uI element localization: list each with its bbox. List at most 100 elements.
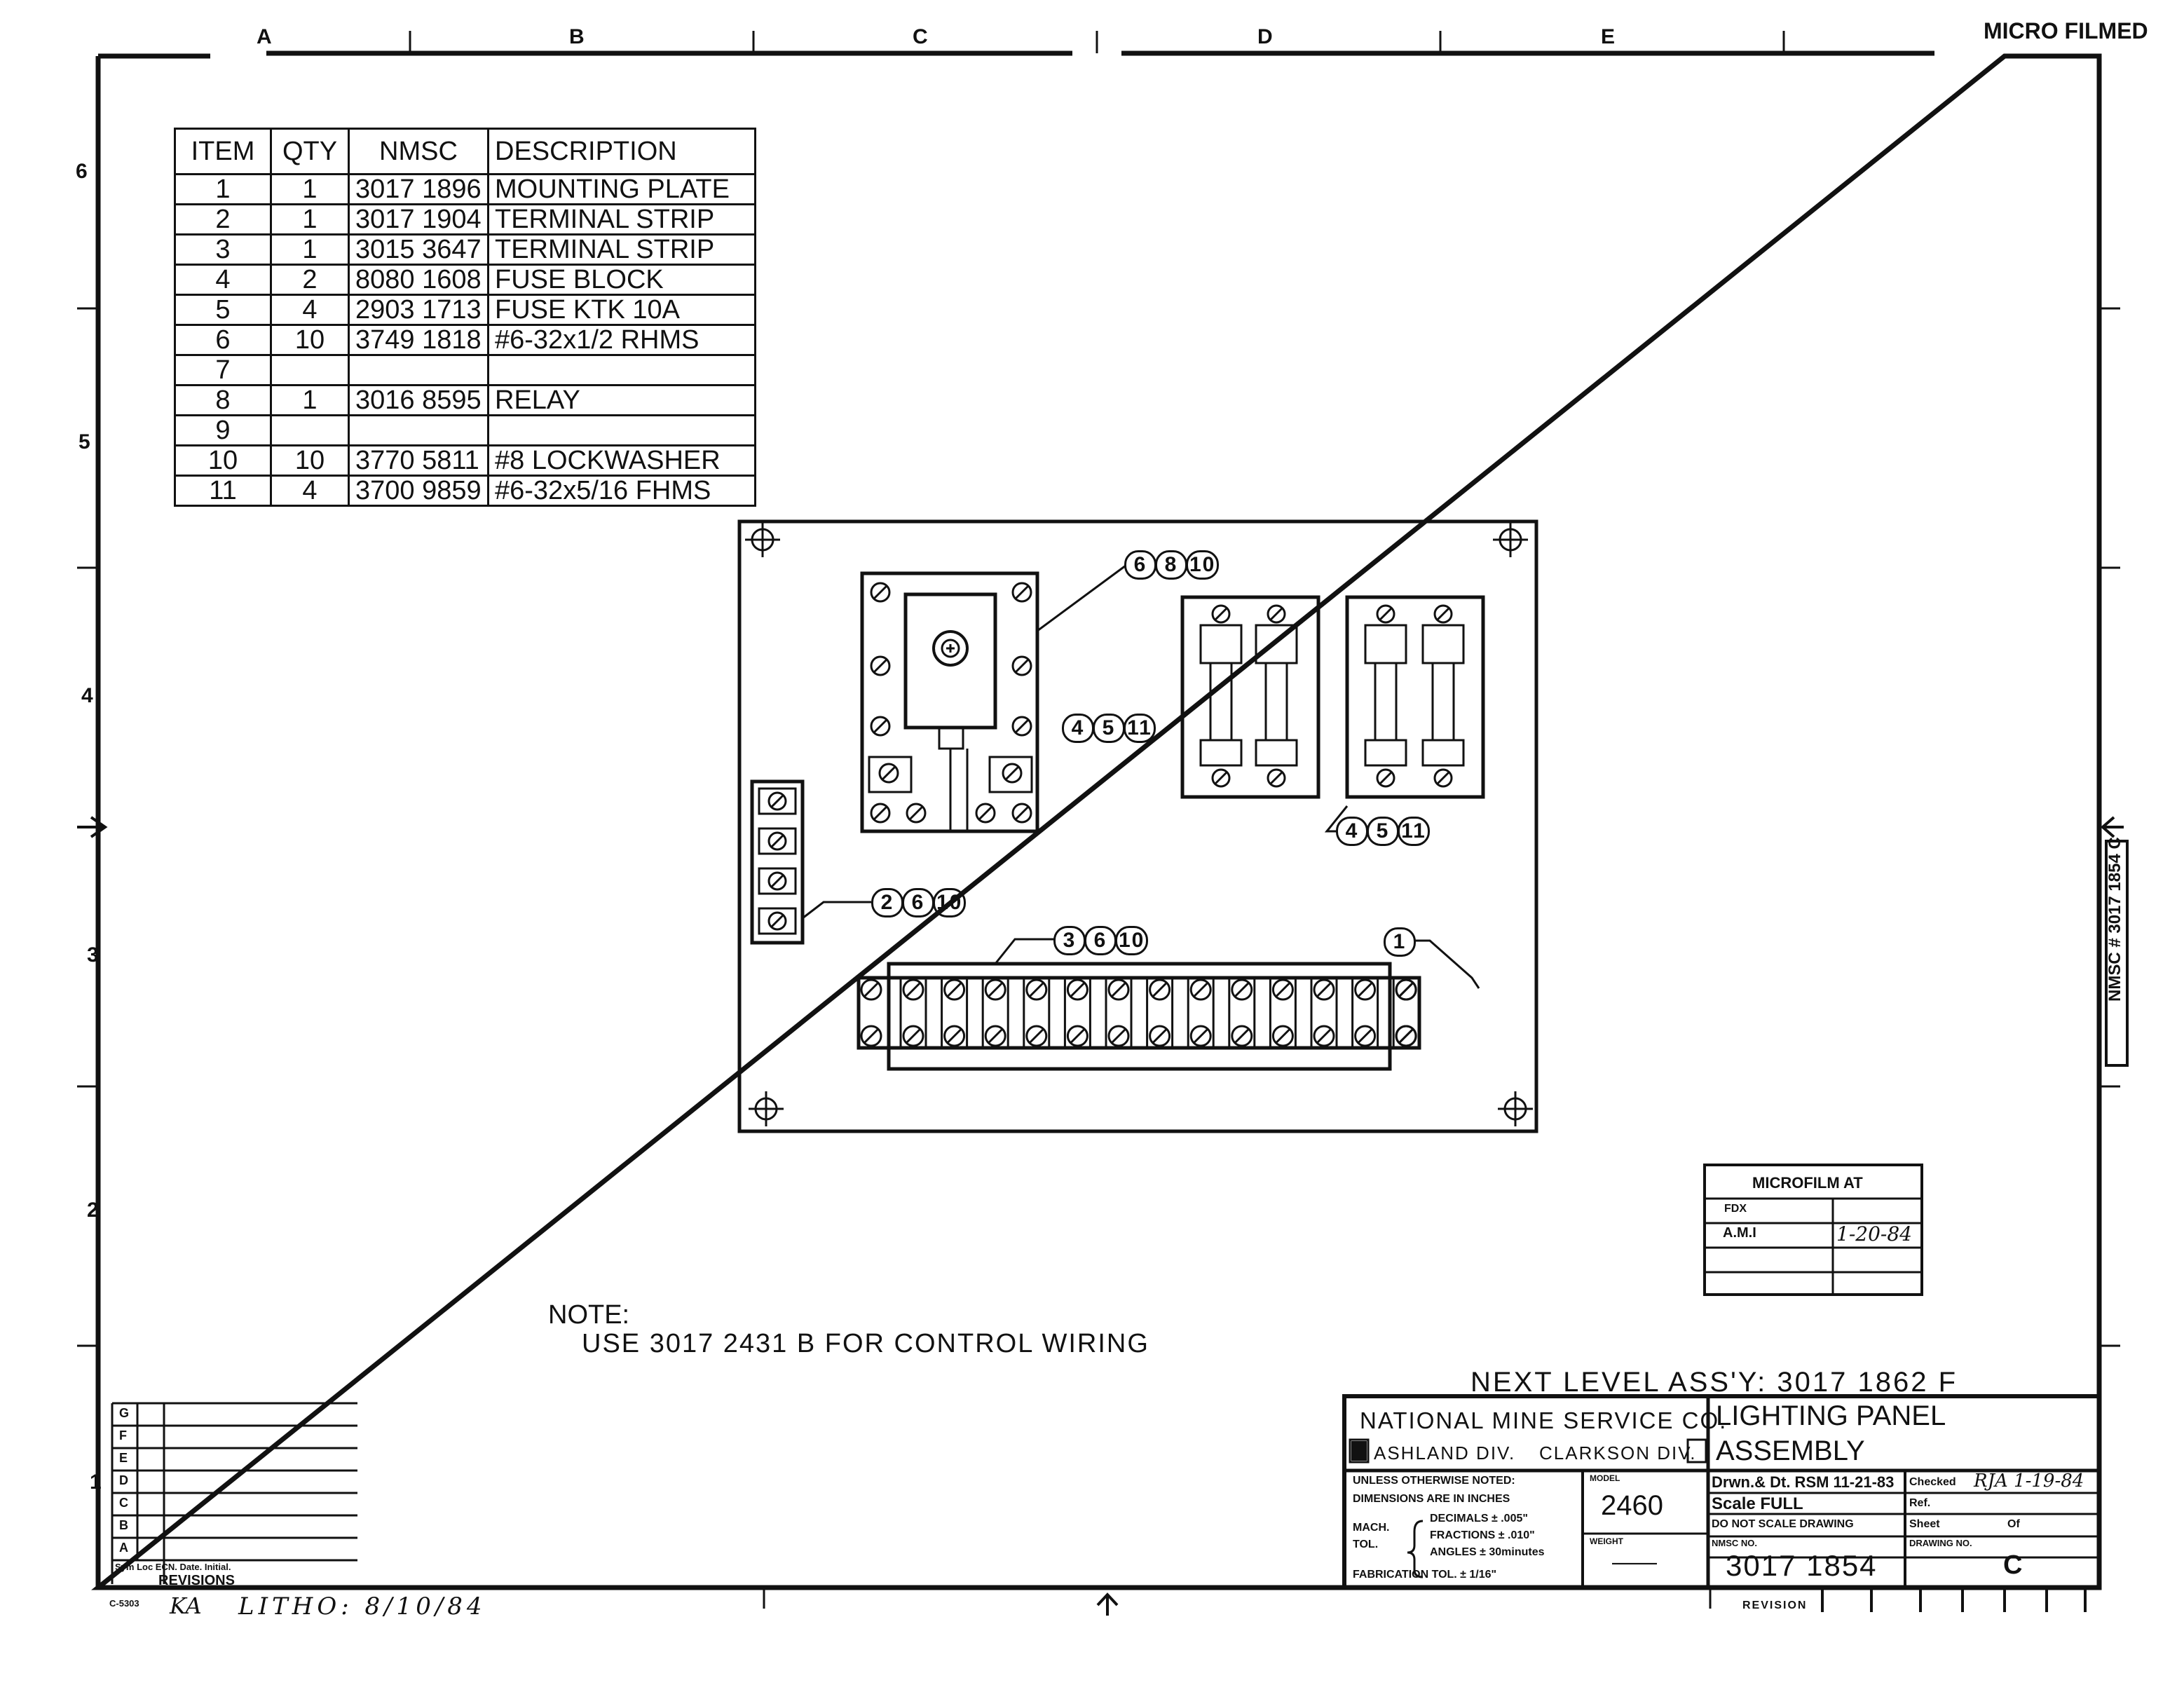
callout-bubble: 4 bbox=[1062, 714, 1094, 743]
terminal-screw-slot bbox=[1029, 1028, 1044, 1044]
bom-cell-item: 4 bbox=[174, 264, 272, 296]
callout-bubble: 5 bbox=[1093, 714, 1125, 743]
terminal-screw-slot bbox=[1398, 1028, 1414, 1044]
terminal-screw-slot bbox=[1276, 1028, 1290, 1044]
microfilm-title: MICROFILM AT bbox=[1752, 1174, 1863, 1192]
drawing-no-label: DRAWING NO. bbox=[1909, 1538, 1972, 1548]
bom-cell-description: FUSE BLOCK bbox=[487, 264, 756, 296]
bom-cell-item: 2 bbox=[174, 203, 272, 236]
do-not-scale: DO NOT SCALE DRAWING bbox=[1712, 1518, 1854, 1530]
checked-label: Checked bbox=[1909, 1476, 1956, 1488]
callout-bubble: 10 bbox=[933, 888, 967, 917]
terminal-screw bbox=[860, 978, 882, 1001]
terminal-barrier bbox=[1228, 976, 1256, 1049]
tolerance-note-2: DIMENSIONS ARE IN INCHES bbox=[1353, 1493, 1510, 1505]
form-code: C-5303 bbox=[109, 1598, 139, 1609]
bom-cell-qty: 1 bbox=[270, 384, 350, 416]
zone-label-d: D bbox=[1257, 25, 1273, 48]
terminal-barrier bbox=[1105, 976, 1133, 1049]
terminal-screw-slot bbox=[1029, 982, 1044, 997]
terminal-screw bbox=[1025, 1025, 1048, 1047]
terminal-screw bbox=[1066, 978, 1088, 1001]
next-level-assembly: NEXT LEVEL ASS'Y: 3017 1862 F bbox=[1470, 1367, 1958, 1398]
callout-bubble: 3 bbox=[1053, 926, 1086, 955]
microfilm-row1: FDX bbox=[1724, 1203, 1747, 1215]
litho-date: LITHO: 8/10/84 bbox=[238, 1592, 486, 1621]
zone-label-5: 5 bbox=[79, 430, 90, 453]
zone-label-3: 3 bbox=[87, 943, 99, 967]
terminal-screw bbox=[1149, 1025, 1171, 1047]
terminal-screw bbox=[1231, 978, 1253, 1001]
terminal-screw-slot bbox=[1152, 982, 1167, 997]
bom-cell-nmsc: 8080 1608 bbox=[348, 264, 489, 296]
model-label: MODEL bbox=[1590, 1473, 1620, 1483]
terminal-screw bbox=[1395, 978, 1417, 1001]
bom-cell-description: #6-32x1/2 RHMS bbox=[487, 324, 756, 356]
terminal-screw-slot bbox=[988, 1028, 1003, 1044]
terminal-screw-slot bbox=[988, 982, 1003, 997]
bom-cell-description bbox=[487, 414, 756, 446]
revision-letter: G bbox=[119, 1406, 130, 1420]
terminal-screw bbox=[984, 1025, 1006, 1047]
nmsc-no-label: NMSC NO. bbox=[1712, 1538, 1757, 1548]
drawn-by: Drwn.& Dt. RSM 11-21-83 bbox=[1712, 1473, 1895, 1491]
terminal-screw bbox=[1066, 1025, 1088, 1047]
terminal-screw bbox=[1107, 1025, 1130, 1047]
revision-letter: A bbox=[119, 1541, 128, 1555]
terminal-screw bbox=[1271, 978, 1294, 1001]
bom-cell-item: 6 bbox=[174, 324, 272, 356]
sheet-of-label: Of bbox=[2007, 1518, 2020, 1530]
terminal-screw-slot bbox=[1111, 982, 1126, 997]
terminal-screw-slot bbox=[947, 982, 962, 997]
side-tab-number: NMSC # 3017 1854 C bbox=[2105, 837, 2124, 1002]
bom-cell-description: #6-32x5/16 FHMS bbox=[487, 475, 756, 507]
terminal-screw-slot bbox=[1111, 1028, 1126, 1044]
bom-cell-item: 9 bbox=[174, 414, 272, 446]
bom-cell-nmsc: 3015 3647 bbox=[348, 233, 489, 266]
revisions-label: REVISIONS bbox=[158, 1573, 235, 1588]
bom-cell-item: 3 bbox=[174, 233, 272, 266]
bom-col-item: ITEM bbox=[174, 128, 272, 175]
bom-cell-nmsc: 3017 1896 bbox=[348, 173, 489, 205]
callout-bubble: 11 bbox=[1398, 817, 1430, 846]
terminal-screw bbox=[943, 1025, 966, 1047]
callout-bubble: 4 bbox=[1336, 817, 1368, 846]
terminal-barrier bbox=[1023, 976, 1051, 1049]
terminal-barrier bbox=[899, 976, 927, 1049]
bom-cell-item: 11 bbox=[174, 475, 272, 507]
terminal-screw-slot bbox=[1358, 982, 1372, 997]
bom-cell-qty bbox=[270, 414, 350, 446]
terminal-screw bbox=[1025, 978, 1048, 1001]
terminal-screw-slot bbox=[1194, 1028, 1208, 1044]
callout-plate: 1 bbox=[1384, 924, 1416, 957]
terminal-barrier bbox=[1146, 976, 1174, 1049]
zone-label-4: 4 bbox=[81, 684, 93, 707]
bom-cell-qty: 10 bbox=[270, 324, 350, 356]
zone-label-1: 1 bbox=[90, 1471, 102, 1494]
bom-cell-qty: 1 bbox=[270, 203, 350, 236]
weight-value: —— bbox=[1612, 1549, 1657, 1574]
tol-angles: ANGLES ± 30minutes bbox=[1430, 1546, 1545, 1558]
terminal-barrier bbox=[1187, 976, 1215, 1049]
bom-cell-qty: 2 bbox=[270, 264, 350, 296]
bom-cell-item: 8 bbox=[174, 384, 272, 416]
drawing-title-line2: ASSEMBLY bbox=[1716, 1435, 1865, 1466]
checked-by: RJA 1-19-84 bbox=[1974, 1471, 2084, 1492]
terminal-screw-slot bbox=[1234, 1028, 1249, 1044]
scale: Scale FULL bbox=[1712, 1494, 1803, 1513]
bom-cell-item: 1 bbox=[174, 173, 272, 205]
tolerance-note-1: UNLESS OTHERWISE NOTED: bbox=[1353, 1475, 1515, 1487]
callout-bubble: 6 bbox=[1124, 550, 1156, 580]
callout-bubble: 10 bbox=[1186, 550, 1220, 580]
sheet-label: Sheet bbox=[1909, 1518, 1940, 1530]
bom-cell-qty: 1 bbox=[270, 173, 350, 205]
terminal-barrier bbox=[941, 976, 969, 1049]
